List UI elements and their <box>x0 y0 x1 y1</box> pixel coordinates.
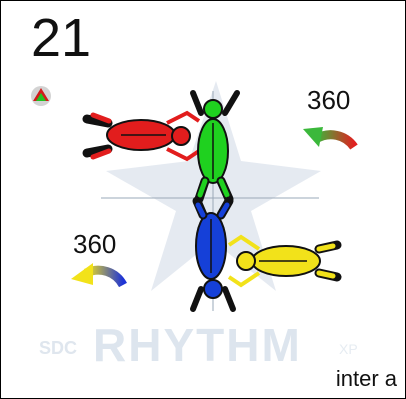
rotation-arrow-bottom-icon <box>71 263 127 288</box>
green-skydiver <box>190 90 240 204</box>
rotation-label-bottom: 360 <box>73 229 117 259</box>
formation-mini-icon <box>31 86 51 106</box>
caption-text: inter a <box>335 366 397 391</box>
yellow-skydiver <box>227 234 342 288</box>
rotation-arrow-top-icon <box>303 127 358 150</box>
watermark-suffix-text: XP <box>339 341 358 357</box>
red-skydiver <box>82 110 201 162</box>
watermark-text: RHYTHM <box>93 319 302 371</box>
slide-number: 21 <box>31 8 92 68</box>
rotation-label-top: 360 <box>307 85 351 115</box>
blue-skydiver <box>190 196 236 312</box>
watermark-small-text: SDC <box>39 338 77 358</box>
